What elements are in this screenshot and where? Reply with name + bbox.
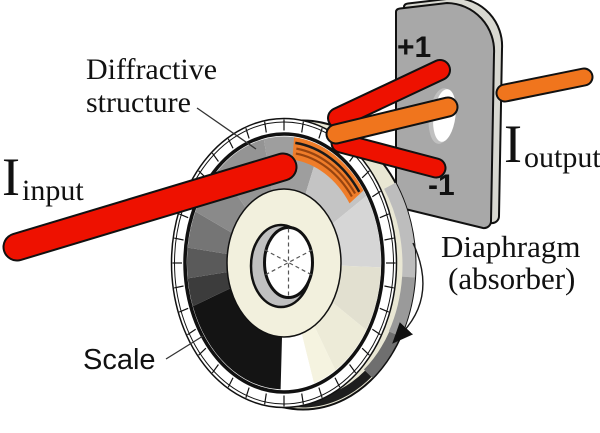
scale-pointer [165,335,204,360]
diffractive-structure-pointer [196,107,257,150]
beam-output [495,67,594,103]
input-intensity-symbol: I [2,147,20,207]
diffractive-structure-label: Diffractive structure [86,53,217,119]
disk-black-ring [183,132,385,394]
diaphragm-label: Diaphragm (absorber) [441,231,580,295]
scale-label: Scale [83,344,156,376]
rotation-arrow [392,242,424,344]
hub-hole [263,226,314,299]
plus-first-order-label: +1 [397,31,432,64]
minus-first-order-label: -1 [428,169,455,202]
output-intensity-label: I output [504,114,600,174]
beam-minus-one [330,132,447,179]
axis-crosshair [264,228,313,297]
beam-input [2,152,298,262]
diffractive-structure-band [292,137,364,204]
output-intensity-subscript: output [523,141,600,174]
beam-zero-order [325,96,459,145]
beam-plus-one [327,59,451,129]
input-intensity-label: I input [2,147,84,207]
diaphragm-label-line1: Diaphragm [441,229,581,264]
diffractive-structure-label-line2: structure [86,86,191,119]
input-intensity-subscript: input [21,174,84,207]
diaphragm-label-line2: (absorber) [448,261,576,296]
output-intensity-symbol: I [504,114,522,174]
diffractive-structure-label-line1: Diffractive [86,53,218,86]
